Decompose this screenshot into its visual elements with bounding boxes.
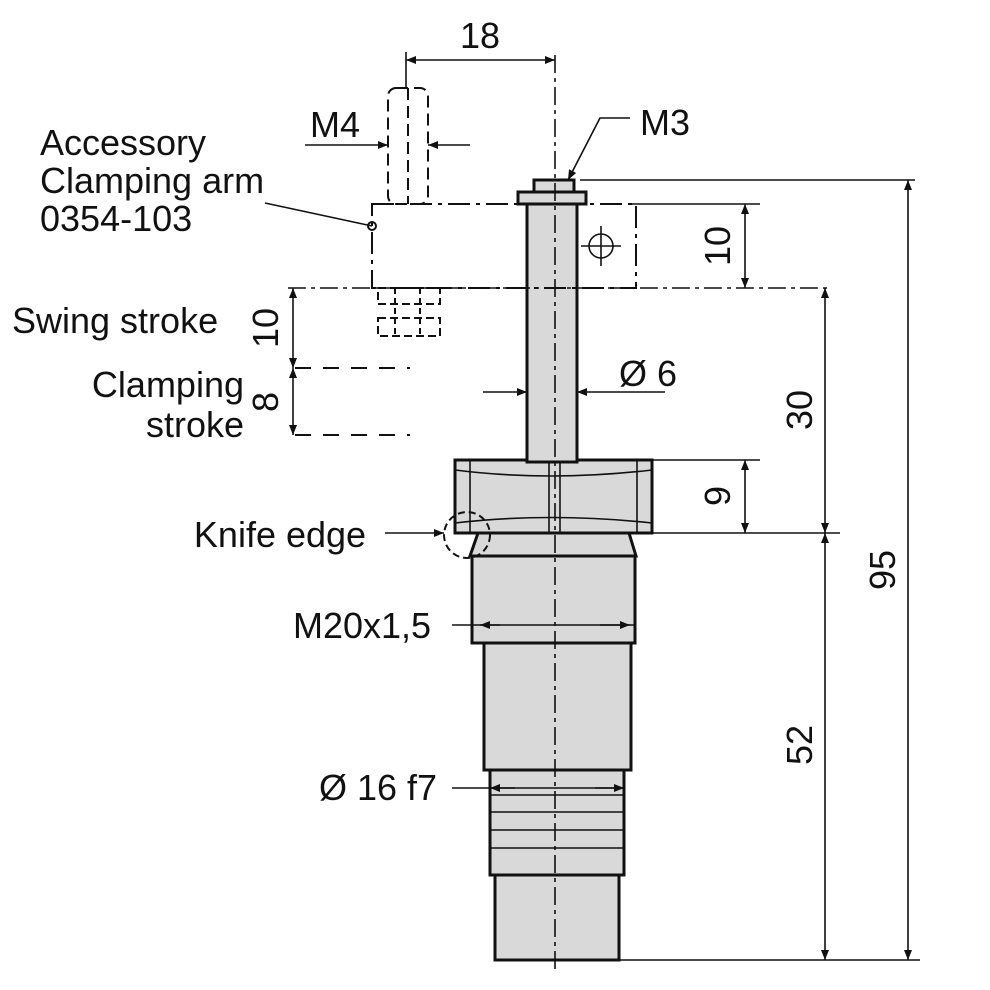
dim-swing-text: 10 [245,308,286,348]
dia-16-label: Ø 16 f7 [319,767,437,808]
knife-edge-leader: Knife edge [194,514,444,555]
dim-m20: M20x1,5 [293,605,635,646]
dim-18-text: 18 [460,15,500,56]
dim-30: 30 [779,288,829,533]
dim-10-head: 10 [580,179,915,288]
m3-leader: M3 [567,102,690,181]
dim-dia-16: Ø 16 f7 [319,767,624,808]
knife-edge-marker [443,511,491,559]
clamp-body [453,458,654,962]
dim-30-text: 30 [779,390,820,430]
dim-18: 18 [405,15,555,88]
accessory-leader [264,202,377,231]
dim-strokes: 10 8 [245,288,297,435]
dim-9: 9 [652,459,840,534]
dia-6-label: Ø 6 [619,353,677,394]
dim-52-text: 52 [779,725,820,765]
accessory-label-line3: 0354-103 [40,198,192,239]
dim-95-text: 95 [862,550,903,590]
knife-edge-label: Knife edge [194,514,366,555]
dim-95: 95 [862,180,912,960]
dim-m4: M4 [305,104,470,149]
m20-label: M20x1,5 [293,605,431,646]
dim-10-head-text: 10 [697,226,738,266]
accessory-label-line1: Accessory [40,122,206,163]
dim-52: 52 [619,533,920,961]
piston-rod [516,55,588,970]
dim-9-text: 9 [697,486,738,506]
clamping-stroke-label-line2: stroke [146,404,244,445]
dim-dia-6: Ø 6 [483,353,677,396]
swing-stroke-label: Swing stroke [12,300,218,341]
accessory-label-line2: Clamping arm [40,160,264,201]
m3-label: M3 [640,102,690,143]
stroke-reference-lines [288,287,830,436]
clamping-stroke-label-line1: Clamping [92,364,244,405]
m4-label: M4 [310,104,360,145]
clamping-arm-phantom [371,87,637,337]
dim-clamping-text: 8 [245,392,286,412]
